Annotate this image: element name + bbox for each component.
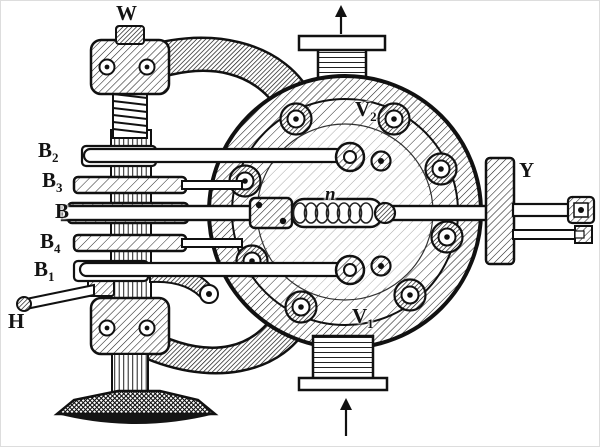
label-b3-sub: 3 <box>56 180 63 195</box>
label-b3-text: B <box>42 168 57 192</box>
pedestal <box>111 353 149 397</box>
bottom-port <box>297 334 389 392</box>
bolt <box>284 290 318 324</box>
label-y-text: Y <box>519 158 535 182</box>
label-v1-text: V <box>352 304 368 328</box>
base-foot <box>53 389 219 424</box>
label-h: H <box>8 311 24 335</box>
bottom-flow-arrow-icon <box>340 398 352 436</box>
spring-n <box>292 202 374 224</box>
label-b1: B1 <box>34 257 55 284</box>
label-w-text: W <box>116 1 137 25</box>
top-flow-arrow-icon <box>335 5 347 34</box>
bolt <box>279 102 313 136</box>
label-b4-sub: 4 <box>54 241 61 256</box>
bolt <box>424 152 458 186</box>
bolt <box>430 220 464 254</box>
label-b: B <box>55 201 69 225</box>
bolt <box>393 278 427 312</box>
label-b2: B2 <box>38 138 59 165</box>
adjusting-screw <box>112 89 148 139</box>
label-v2-sub: 2 <box>370 109 377 124</box>
bolt <box>377 102 411 136</box>
top-bearing-block <box>89 25 171 96</box>
label-v2: V2 <box>355 97 377 124</box>
disc-B4 <box>72 233 243 253</box>
bottom-bearing-block <box>89 296 171 356</box>
label-n-text: n <box>325 184 336 205</box>
label-b2-sub: 2 <box>52 150 59 165</box>
label-v1: V1 <box>352 304 374 331</box>
label-b-text: B <box>55 199 70 223</box>
label-h-text: H <box>8 309 25 333</box>
rod-B1 <box>72 254 392 286</box>
label-b1-sub: 1 <box>48 269 55 284</box>
label-v1-sub: 1 <box>367 316 374 331</box>
label-n: n <box>325 185 336 207</box>
label-y: Y <box>519 160 534 184</box>
disc-B3 <box>72 175 243 195</box>
label-w: W <box>116 3 137 27</box>
label-b1-text: B <box>34 257 49 281</box>
label-b2-text: B <box>38 138 53 162</box>
label-v2-text: V <box>355 97 371 121</box>
label-b4-text: B <box>40 229 55 253</box>
label-b3: B3 <box>42 168 63 195</box>
output-bracket-Y <box>484 156 596 266</box>
label-b4: B4 <box>40 229 61 256</box>
rod-B2 <box>80 141 392 173</box>
